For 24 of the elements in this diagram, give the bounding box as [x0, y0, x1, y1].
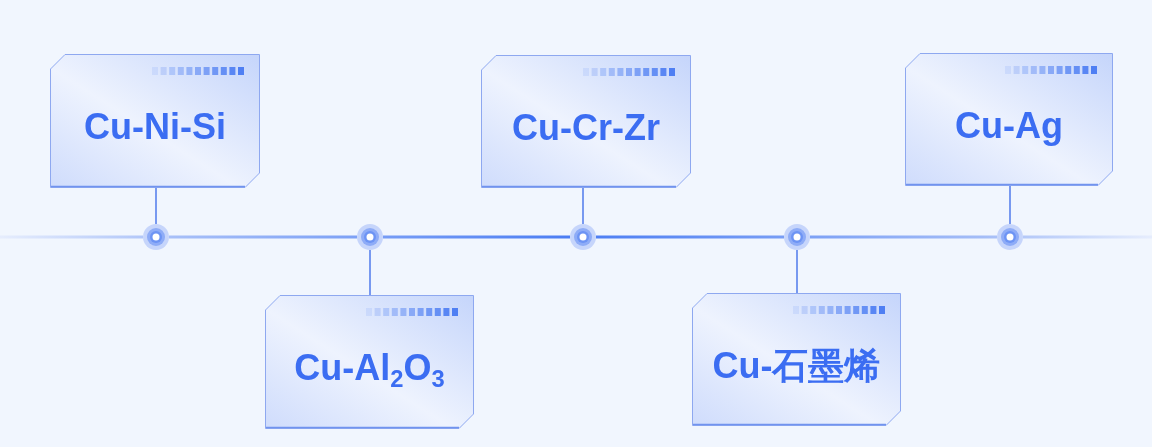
timeline-dot-icon	[784, 224, 810, 250]
timeline-line	[596, 235, 784, 239]
timeline-line	[383, 235, 570, 239]
connector-line	[369, 249, 371, 296]
card-title: Cu-Al$_{2}$O$_{3}$	[294, 347, 445, 389]
card-title: Cu-石墨烯	[712, 344, 881, 387]
card	[265, 295, 474, 429]
timeline-dot-icon	[570, 224, 596, 250]
card-title: Cu-Ni-Si	[84, 106, 226, 148]
timeline-dot-icon	[143, 224, 169, 250]
connector-line	[582, 187, 584, 225]
card	[905, 53, 1113, 186]
connector-line	[155, 187, 157, 225]
card	[692, 293, 901, 426]
timeline-line	[810, 235, 997, 239]
card	[50, 54, 260, 188]
timeline-dot-icon	[357, 224, 383, 250]
card-title: Cu-Ag	[955, 104, 1063, 147]
connector-line	[796, 249, 798, 294]
timeline-line	[169, 235, 357, 239]
connector-line	[1009, 185, 1011, 225]
card-title: Cu-Cr-Zr	[512, 106, 660, 149]
timeline-dot-icon	[997, 224, 1023, 250]
card	[481, 55, 691, 188]
